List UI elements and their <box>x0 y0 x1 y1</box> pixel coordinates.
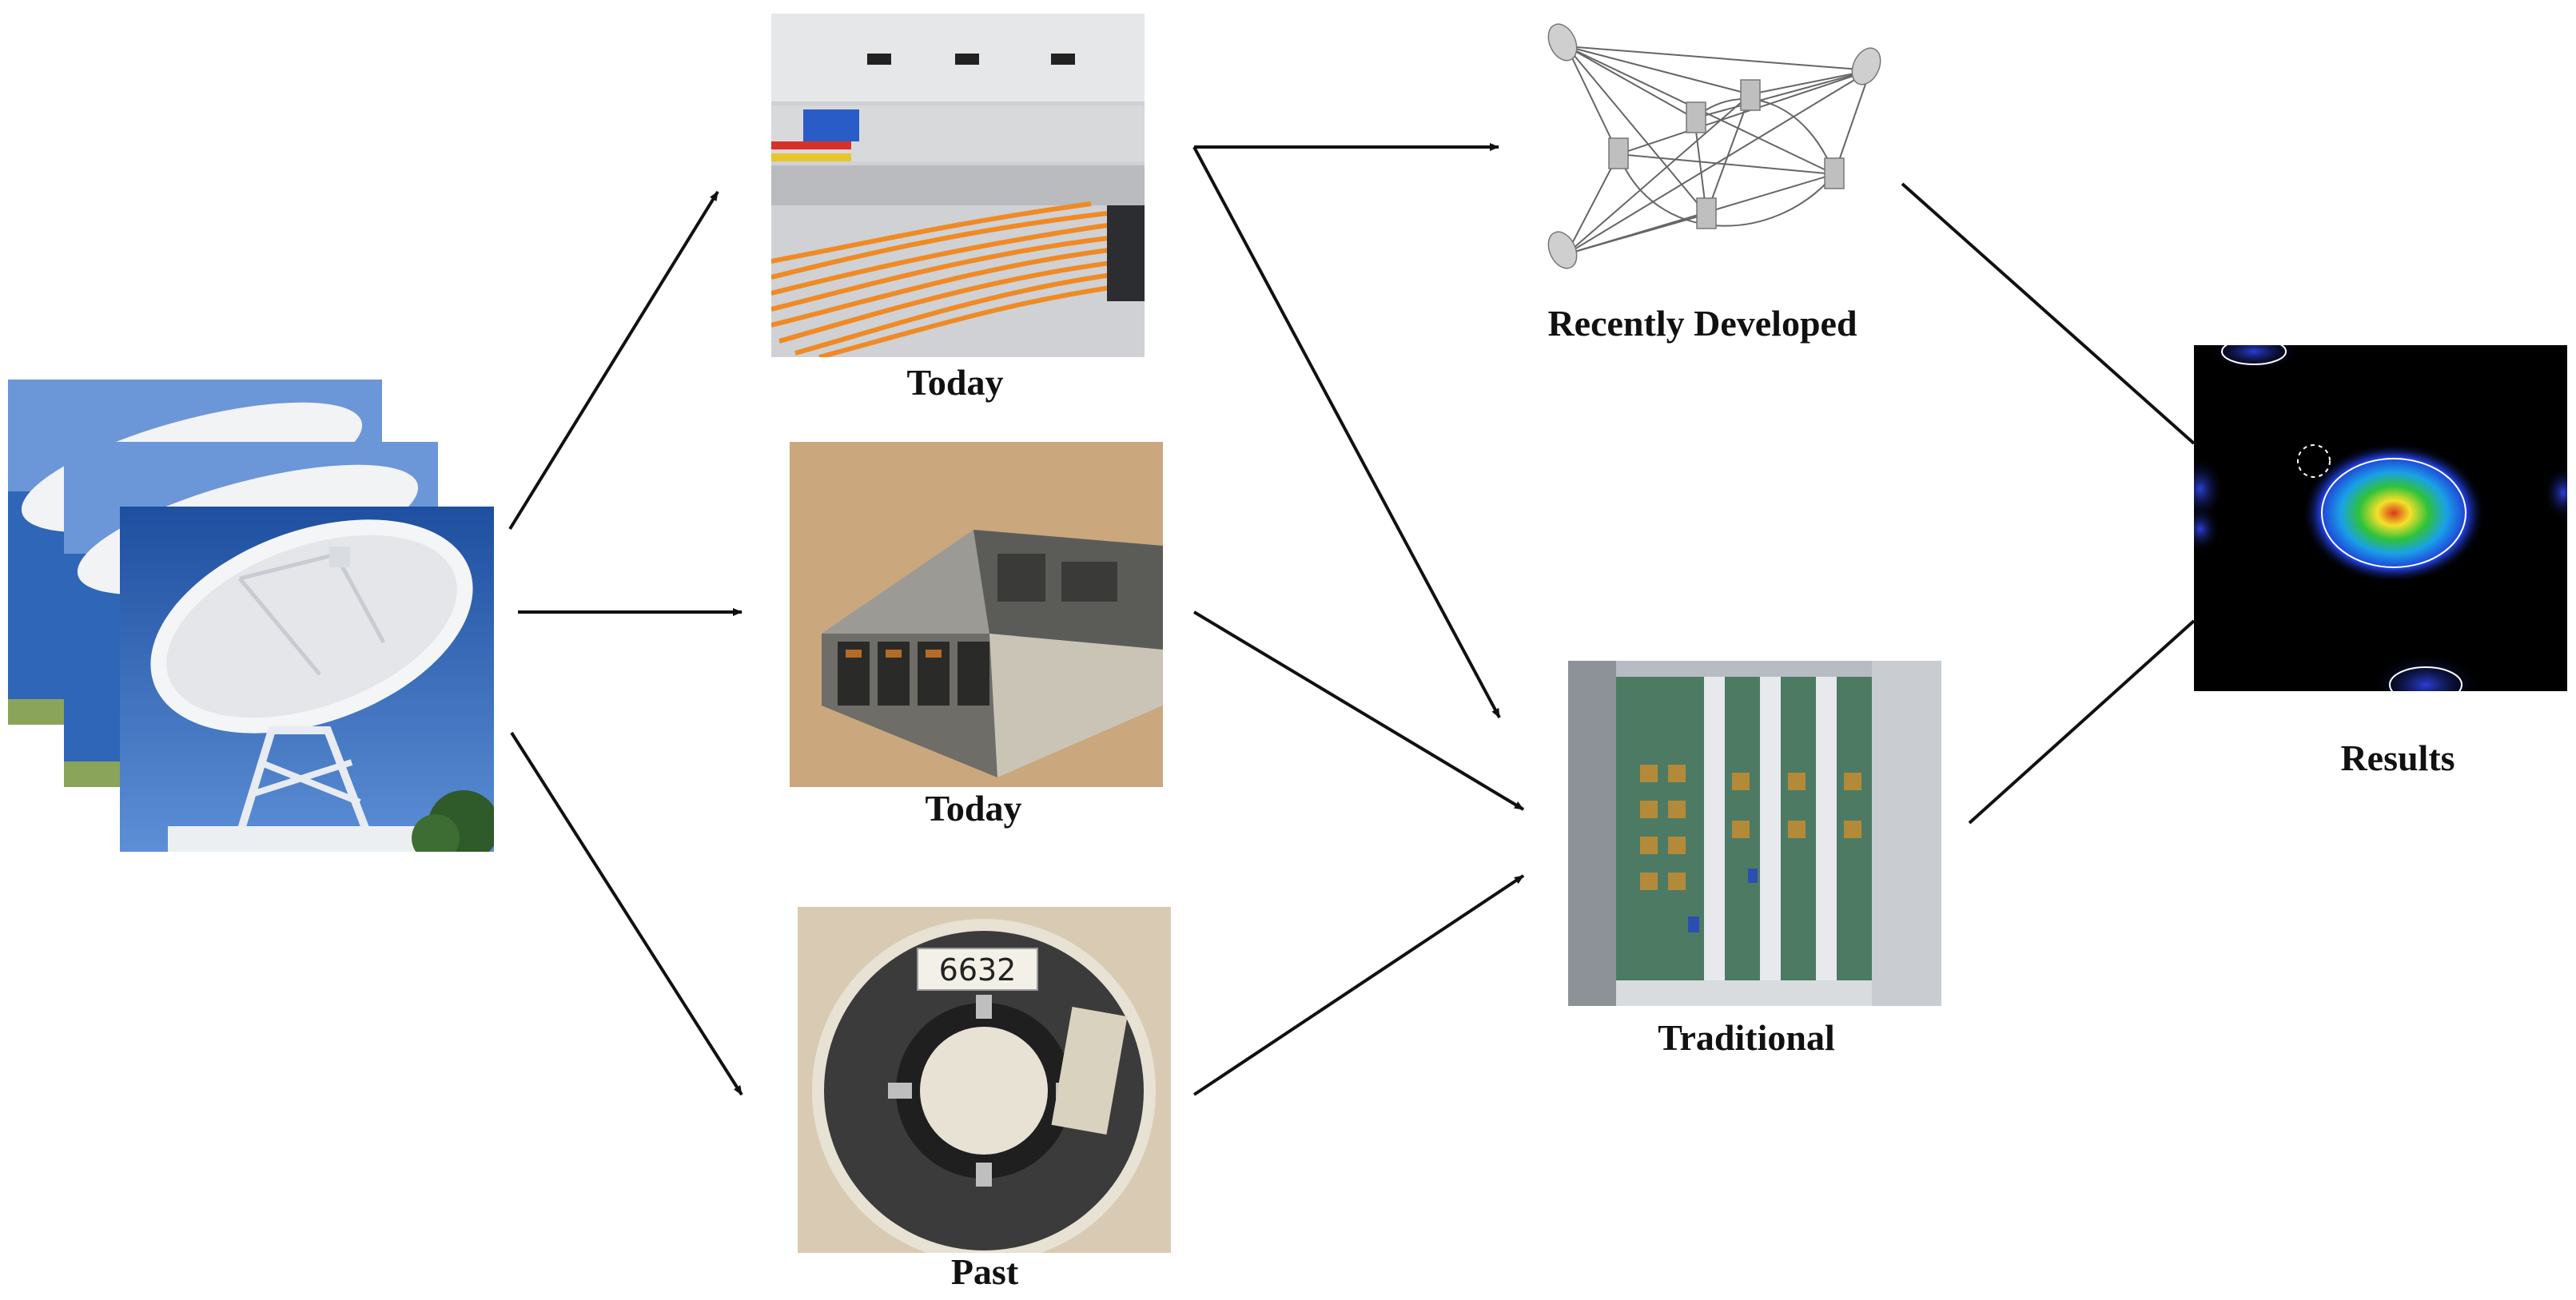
traditional-label: Traditional <box>1658 1017 1835 1058</box>
fiber-optic-patch-panel-icon <box>771 14 1145 357</box>
arrow-telescopes-to-fiber <box>508 190 719 531</box>
today-fiber-label: Today <box>906 362 1004 403</box>
line-traditional-to-results <box>1968 619 2196 825</box>
results-label: Results <box>2340 737 2455 778</box>
disk-pack-recorder-icon <box>790 442 1163 787</box>
arrow-disk-to-traditional <box>1192 610 1525 811</box>
telescope-photo-front <box>120 507 494 852</box>
line-recently-developed-to-results <box>1901 182 2196 445</box>
today-disk-photo <box>790 442 1163 787</box>
distributed-software-correlator-network-icon <box>1535 6 1896 296</box>
traditional-photo <box>1568 661 1941 1006</box>
results-image <box>2194 345 2567 691</box>
today-fiber-photo <box>771 14 1145 357</box>
recently-developed-label: Recently Developed <box>1547 303 1857 344</box>
radio-telescope-dish-stack-icon <box>120 507 494 852</box>
recently-developed-photo <box>1535 6 1896 296</box>
today-disk-label: Today <box>925 788 1022 829</box>
arrow-fiber-to-traditional <box>1192 146 1501 718</box>
radio-source-image-icon <box>2194 345 2567 691</box>
past-tape-photo: 6632 <box>798 907 1171 1253</box>
magnetic-tape-reel-icon: 6632 <box>798 907 1171 1253</box>
arrow-telescopes-to-tape <box>510 731 743 1096</box>
tape-reel-number: 6632 <box>939 952 1017 988</box>
hardware-correlator-rack-icon <box>1568 661 1941 1006</box>
past-label: Past <box>950 1251 1019 1292</box>
arrow-tape-to-traditional <box>1192 874 1525 1096</box>
